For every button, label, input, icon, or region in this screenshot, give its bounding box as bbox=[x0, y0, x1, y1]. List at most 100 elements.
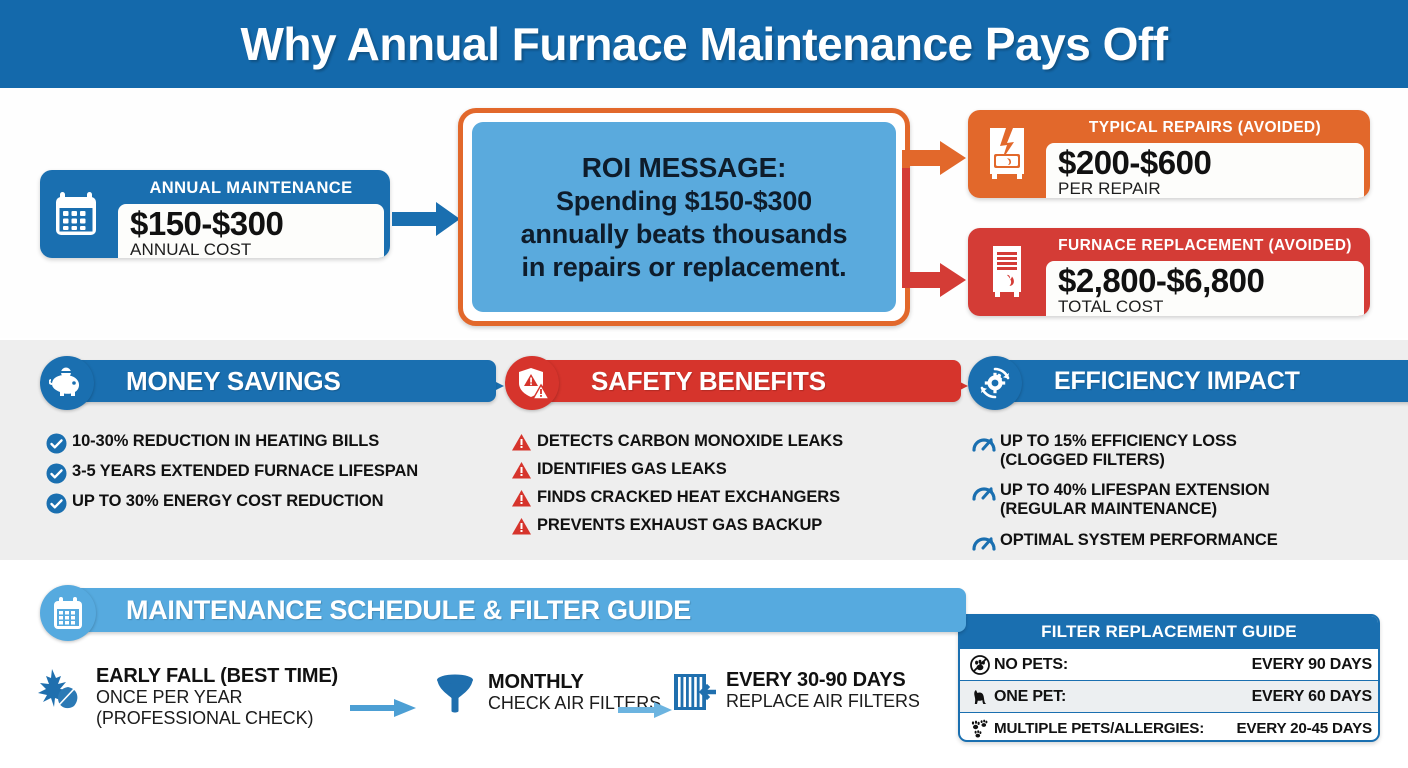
annual-card-title: ANNUAL MAINTENANCE bbox=[149, 179, 353, 197]
table-row: MULTIPLE PETS/ALLERGIES: EVERY 20-45 DAY… bbox=[960, 712, 1378, 740]
calendar-icon bbox=[40, 170, 118, 258]
gauge-icon bbox=[968, 432, 1000, 453]
schedule-step: EVERY 30-90 DAYS REPLACE AIR FILTERS bbox=[670, 669, 920, 720]
safety-benefits-header: SAFETY BENEFITS bbox=[505, 356, 961, 410]
list-item-label: OPTIMAL SYSTEM PERFORMANCE bbox=[1000, 530, 1278, 549]
funnel-icon bbox=[432, 671, 478, 722]
list-item: UP TO 40% LIFESPAN EXTENSION (REGULAR MA… bbox=[968, 481, 1388, 519]
replacement-cost-label: TOTAL COST bbox=[1058, 297, 1164, 316]
list-item-label: FINDS CRACKED HEAT EXCHANGERS bbox=[537, 488, 840, 506]
repairs-card-body: $200-$600 PER REPAIR bbox=[1046, 143, 1364, 198]
column-efficiency-impact: EFFICIENCY IMPACT bbox=[968, 356, 1408, 560]
safety-benefits-bullets: DETECTS CARBON MONOXIDE LEAKS IDENTIFIES… bbox=[505, 432, 925, 536]
schedule-step-title: EVERY 30-90 DAYS bbox=[726, 669, 906, 691]
repairs-cost-label: PER REPAIR bbox=[1058, 179, 1161, 198]
list-item-label: DETECTS CARBON MONOXIDE LEAKS bbox=[537, 432, 844, 450]
list-item-line-2: (CLOGGED FILTERS) bbox=[1000, 451, 1165, 470]
page-title: Why Annual Furnace Maintenance Pays Off bbox=[240, 18, 1168, 70]
safety-benefits-title: SAFETY BENEFITS bbox=[591, 365, 826, 396]
table-cell-value: EVERY 60 DAYS bbox=[1251, 687, 1373, 705]
efficiency-impact-pill: EFFICIENCY IMPACT bbox=[996, 360, 1408, 402]
roi-line-2: Spending $150-$300 bbox=[555, 185, 812, 216]
schedule-pill: MAINTENANCE SCHEDULE & FILTER GUIDE bbox=[68, 588, 966, 632]
efficiency-impact-bullets: UP TO 15% EFFICIENCY LOSS (CLOGGED FILTE… bbox=[968, 432, 1388, 552]
arrow-roi-to-outcomes bbox=[900, 120, 972, 310]
money-savings-title: MONEY SAVINGS bbox=[126, 365, 341, 396]
list-item-label: 3-5 YEARS EXTENDED FURNACE LIFESPAN bbox=[72, 462, 419, 480]
warning-triangle-icon bbox=[505, 488, 537, 508]
guide-title: FILTER REPLACEMENT GUIDE bbox=[960, 616, 1378, 648]
list-item: IDENTIFIES GAS LEAKS bbox=[505, 460, 925, 480]
no-pets-icon bbox=[966, 654, 994, 675]
roi-line-3: annually beats thousands bbox=[520, 218, 848, 249]
list-item: OPTIMAL SYSTEM PERFORMANCE bbox=[968, 531, 1388, 552]
warning-triangle-icon bbox=[505, 460, 537, 480]
furnace-replacement-card: FURNACE REPLACEMENT (AVOIDED) $2,800-$6,… bbox=[968, 228, 1370, 316]
annual-cost-label: ANNUAL COST bbox=[130, 240, 252, 258]
roi-line-1: ROI MESSAGE: bbox=[581, 151, 787, 183]
schedule-header: MAINTENANCE SCHEDULE & FILTER GUIDE bbox=[40, 585, 966, 642]
replacement-card-title: FURNACE REPLACEMENT (AVOIDED) bbox=[1058, 237, 1352, 254]
list-item-line-1: UP TO 15% EFFICIENCY LOSS bbox=[1000, 432, 1237, 450]
table-cell-value: EVERY 20-45 DAYS bbox=[1236, 720, 1372, 737]
cracked-furnace-icon bbox=[968, 110, 1046, 198]
typical-repairs-card: TYPICAL REPAIRS (AVOIDED) $200-$600 PER … bbox=[968, 110, 1370, 198]
gauge-icon bbox=[968, 481, 1000, 502]
one-pet-dog-icon bbox=[966, 687, 994, 707]
piggy-bank-icon bbox=[40, 356, 94, 410]
efficiency-impact-header: EFFICIENCY IMPACT bbox=[968, 356, 1408, 410]
air-filter-icon bbox=[670, 669, 717, 720]
schedule-steps: EARLY FALL (BEST TIME) ONCE PER YEAR (PR… bbox=[34, 655, 934, 740]
roi-message-text: ROI MESSAGE: Spending $150-$300 annually… bbox=[507, 151, 862, 284]
money-savings-header: MONEY SAVINGS bbox=[40, 356, 496, 410]
roi-message-box: ROI MESSAGE: Spending $150-$300 annually… bbox=[458, 108, 910, 326]
money-savings-pill: MONEY SAVINGS bbox=[68, 360, 496, 402]
schedule-step-sub-1: REPLACE AIR FILTERS bbox=[726, 691, 920, 711]
safety-benefits-pill: SAFETY BENEFITS bbox=[533, 360, 961, 402]
filter-replacement-guide: FILTER REPLACEMENT GUIDE NO PETS: EVERY … bbox=[958, 614, 1380, 742]
list-item: PREVENTS EXHAUST GAS BACKUP bbox=[505, 516, 925, 536]
table-row: NO PETS: EVERY 90 DAYS bbox=[960, 648, 1378, 680]
multiple-paws-icon bbox=[966, 719, 994, 739]
list-item: DETECTS CARBON MONOXIDE LEAKS bbox=[505, 432, 925, 452]
list-item-label: IDENTIFIES GAS LEAKS bbox=[537, 460, 727, 478]
list-item-label: UP TO 40% LIFESPAN EXTENSION (REGULAR MA… bbox=[1000, 481, 1270, 519]
leaf-icon bbox=[34, 665, 86, 722]
page-header: Why Annual Furnace Maintenance Pays Off bbox=[0, 0, 1408, 88]
arrow-annual-to-roi bbox=[392, 198, 464, 247]
money-savings-bullets: 10-30% REDUCTION IN HEATING BILLS 3-5 YE… bbox=[40, 432, 460, 514]
list-item: FINDS CRACKED HEAT EXCHANGERS bbox=[505, 488, 925, 508]
schedule-step: MONTHLY CHECK AIR FILTERS bbox=[432, 671, 661, 722]
list-item: UP TO 15% EFFICIENCY LOSS (CLOGGED FILTE… bbox=[968, 432, 1388, 470]
schedule-step-sub-1: ONCE PER YEAR bbox=[96, 687, 243, 707]
table-cell-label: NO PETS: bbox=[994, 655, 1068, 673]
roi-line-4: in repairs or replacement. bbox=[521, 251, 847, 282]
schedule-step: EARLY FALL (BEST TIME) ONCE PER YEAR (PR… bbox=[34, 665, 338, 729]
roi-message-inner: ROI MESSAGE: Spending $150-$300 annually… bbox=[472, 122, 896, 312]
schedule-step-text: EVERY 30-90 DAYS REPLACE AIR FILTERS bbox=[726, 669, 920, 712]
table-cell-label: ONE PET: bbox=[994, 687, 1067, 705]
check-circle-icon bbox=[40, 432, 72, 454]
annual-cost-value: $150-$300 bbox=[130, 205, 284, 242]
replacement-card-body: $2,800-$6,800 TOTAL COST bbox=[1046, 261, 1364, 316]
repairs-cost-value: $200-$600 bbox=[1058, 144, 1212, 181]
table-cell-label: MULTIPLE PETS/ALLERGIES: bbox=[994, 720, 1205, 737]
check-circle-icon bbox=[40, 492, 72, 514]
gear-refresh-icon bbox=[968, 356, 1022, 410]
list-item-line-2: (REGULAR MAINTENANCE) bbox=[1000, 500, 1217, 519]
furnace-flame-icon bbox=[968, 228, 1046, 316]
schedule-step-text: EARLY FALL (BEST TIME) ONCE PER YEAR (PR… bbox=[96, 665, 338, 729]
schedule-step-sub-1: CHECK AIR FILTERS bbox=[488, 693, 662, 713]
list-item: 10-30% REDUCTION IN HEATING BILLS bbox=[40, 432, 460, 454]
schedule-step-sub-2: (PROFESSIONAL CHECK) bbox=[96, 708, 314, 728]
list-item-label: UP TO 15% EFFICIENCY LOSS (CLOGGED FILTE… bbox=[1000, 432, 1237, 470]
schedule-step-title: MONTHLY bbox=[488, 671, 584, 693]
column-money-savings: MONEY SAVINGS 10-30% REDUCTION IN HEATIN… bbox=[40, 356, 496, 522]
arrow-step1-to-step2 bbox=[350, 697, 418, 724]
schedule-step-text: MONTHLY CHECK AIR FILTERS bbox=[488, 671, 661, 714]
schedule-step-title: EARLY FALL (BEST TIME) bbox=[96, 665, 338, 687]
repairs-card-title: TYPICAL REPAIRS (AVOIDED) bbox=[1088, 119, 1322, 136]
table-cell-value: EVERY 90 DAYS bbox=[1251, 655, 1373, 673]
annual-maintenance-card: ANNUAL MAINTENANCE $150-$300 ANNUAL COST bbox=[40, 170, 390, 258]
